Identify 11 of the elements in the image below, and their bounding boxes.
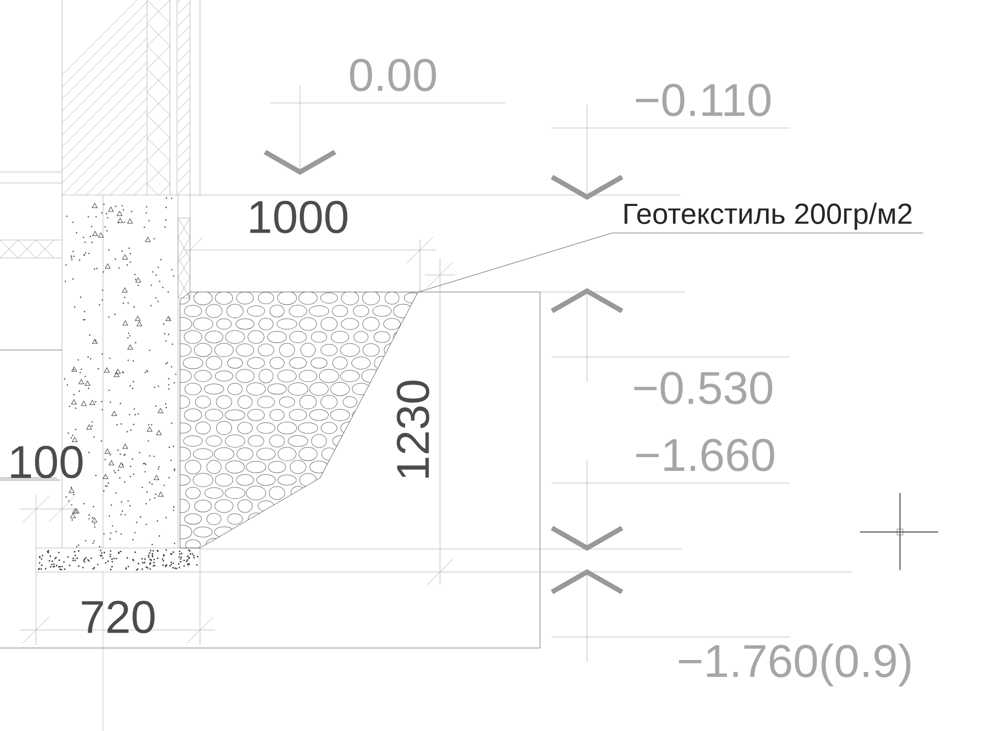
dimension-label: 720 xyxy=(82,600,155,634)
dimension-label: 100 xyxy=(11,446,83,478)
elevation-label: −1.760(0.9) xyxy=(679,644,910,686)
leader-line xyxy=(418,232,924,292)
dimension-label: 1230 xyxy=(396,380,430,478)
elevation-label: 0.00 xyxy=(350,58,436,92)
annotation-text: Геотекстиль 200гр/м2 xyxy=(624,202,912,230)
elevation-label: −1.660 xyxy=(636,438,774,472)
dimension-label: 1000 xyxy=(250,200,348,234)
elevation-label: −0.530 xyxy=(634,372,772,404)
elevation-label: −0.110 xyxy=(636,84,770,116)
